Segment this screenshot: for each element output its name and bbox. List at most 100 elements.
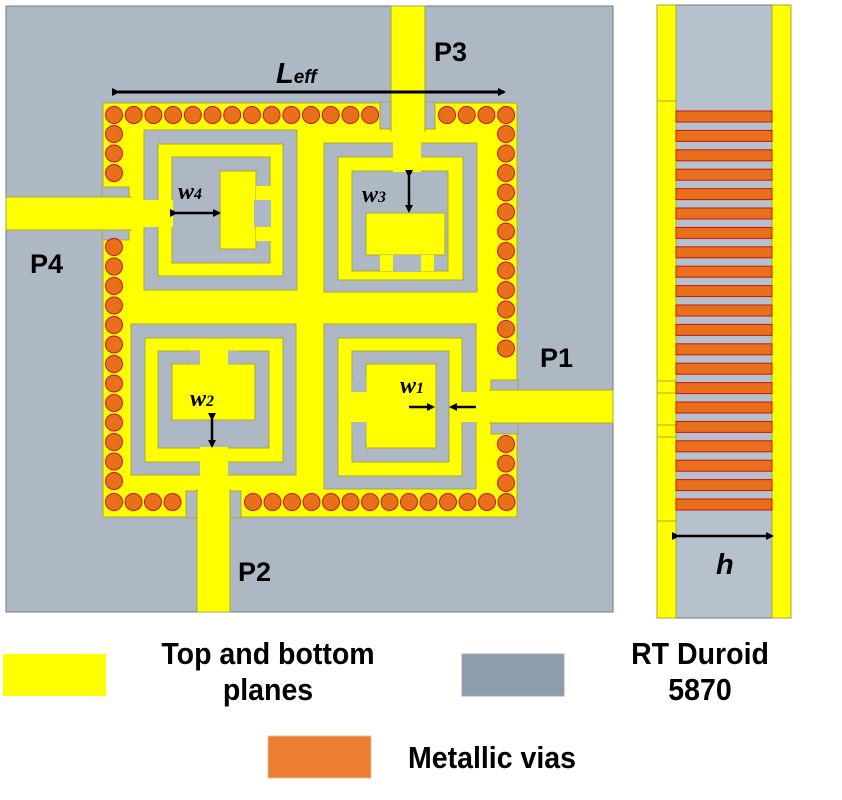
via	[105, 164, 123, 182]
resonator-top-right	[323, 142, 478, 293]
via	[322, 493, 340, 511]
w4-label: w4	[178, 179, 202, 205]
via	[497, 183, 515, 202]
via	[105, 394, 123, 412]
via	[144, 493, 162, 511]
port-label-p1: P1	[540, 343, 573, 373]
via-bar	[675, 129, 773, 142]
arm-cut	[352, 380, 366, 392]
via	[341, 493, 360, 511]
resonator-top-left	[143, 129, 298, 291]
via	[263, 493, 282, 511]
via-bar	[675, 401, 773, 414]
via	[244, 493, 262, 511]
side-view: h	[656, 4, 792, 619]
via-bar	[675, 459, 773, 472]
resonator-bottom-left	[130, 323, 297, 477]
center-patch	[219, 170, 257, 250]
via	[497, 164, 515, 182]
via	[124, 493, 143, 511]
via-bar	[675, 265, 773, 278]
via	[183, 106, 202, 124]
via-bar	[675, 362, 773, 375]
via-bar	[675, 498, 773, 511]
patch-arm	[380, 255, 393, 271]
via	[497, 435, 515, 453]
via	[105, 472, 123, 490]
via-bar	[675, 188, 773, 201]
via	[262, 106, 281, 124]
legend-substrate-line1: RT Duroid	[631, 636, 769, 671]
legend-label-metal: Top and bottom planes	[130, 636, 406, 708]
via	[458, 493, 477, 511]
port-label-p3: P3	[434, 37, 467, 67]
via	[223, 106, 242, 124]
gap-top	[393, 142, 421, 172]
via	[497, 474, 515, 492]
via	[497, 339, 515, 358]
via-bar	[675, 207, 773, 220]
gap-left-inner	[351, 392, 367, 422]
via	[144, 106, 163, 124]
center-patch	[365, 212, 446, 256]
via-bar	[675, 226, 773, 239]
via	[497, 106, 516, 124]
side-metal-left	[656, 4, 677, 619]
inset-slots	[101, 101, 519, 519]
legend-metal-line1: Top and bottom	[161, 636, 375, 671]
via	[105, 106, 123, 124]
gap-bottom-inner	[393, 255, 421, 272]
via	[105, 452, 123, 471]
via	[105, 355, 123, 373]
via	[105, 277, 123, 295]
port-label-p2: P2	[238, 557, 271, 587]
patch-arm	[256, 227, 271, 241]
side-metal-left-seams	[657, 100, 676, 522]
legend-swatch-substrate	[461, 653, 565, 697]
legend-label-substrate: RT Duroid 5870	[590, 636, 811, 708]
w2-label: w2	[190, 386, 214, 412]
via-bar	[675, 285, 773, 298]
via	[497, 320, 515, 338]
top-view: Leff P3 P4 P1 P2 w4 w3 w2 w1	[5, 5, 614, 613]
legend-label-via: Metallic vias	[382, 740, 603, 776]
via	[105, 316, 123, 334]
via	[439, 493, 457, 511]
via	[124, 106, 143, 124]
via	[105, 413, 123, 432]
via	[105, 493, 123, 511]
via	[105, 125, 123, 143]
legend-metal-line2: planes	[222, 672, 314, 707]
legend-swatch-via	[267, 735, 372, 779]
via	[203, 106, 222, 124]
leff-label: Leff	[276, 58, 318, 90]
via	[477, 106, 496, 124]
via	[321, 106, 340, 124]
via	[302, 493, 321, 511]
via	[400, 493, 418, 511]
via	[283, 493, 301, 511]
metallic-vias-top	[105, 106, 516, 511]
via-bar	[675, 440, 773, 453]
via	[438, 106, 456, 124]
via	[457, 106, 476, 124]
via	[497, 242, 515, 260]
via	[105, 433, 123, 451]
arm-cut	[228, 351, 238, 364]
via	[105, 238, 123, 256]
gap-top-inner	[200, 350, 228, 365]
side-metal-right	[771, 4, 792, 619]
via	[105, 296, 123, 315]
via	[497, 281, 515, 299]
legend-swatch-metal	[3, 654, 106, 696]
via	[497, 222, 515, 241]
gap-left	[143, 200, 173, 227]
via-bar	[675, 343, 773, 356]
legend-substrate-line2: 5870	[668, 672, 732, 707]
via	[380, 493, 399, 511]
via-bar	[675, 246, 773, 259]
via-bar	[675, 149, 773, 162]
arm-cut	[352, 422, 366, 434]
via-bar	[675, 382, 773, 395]
